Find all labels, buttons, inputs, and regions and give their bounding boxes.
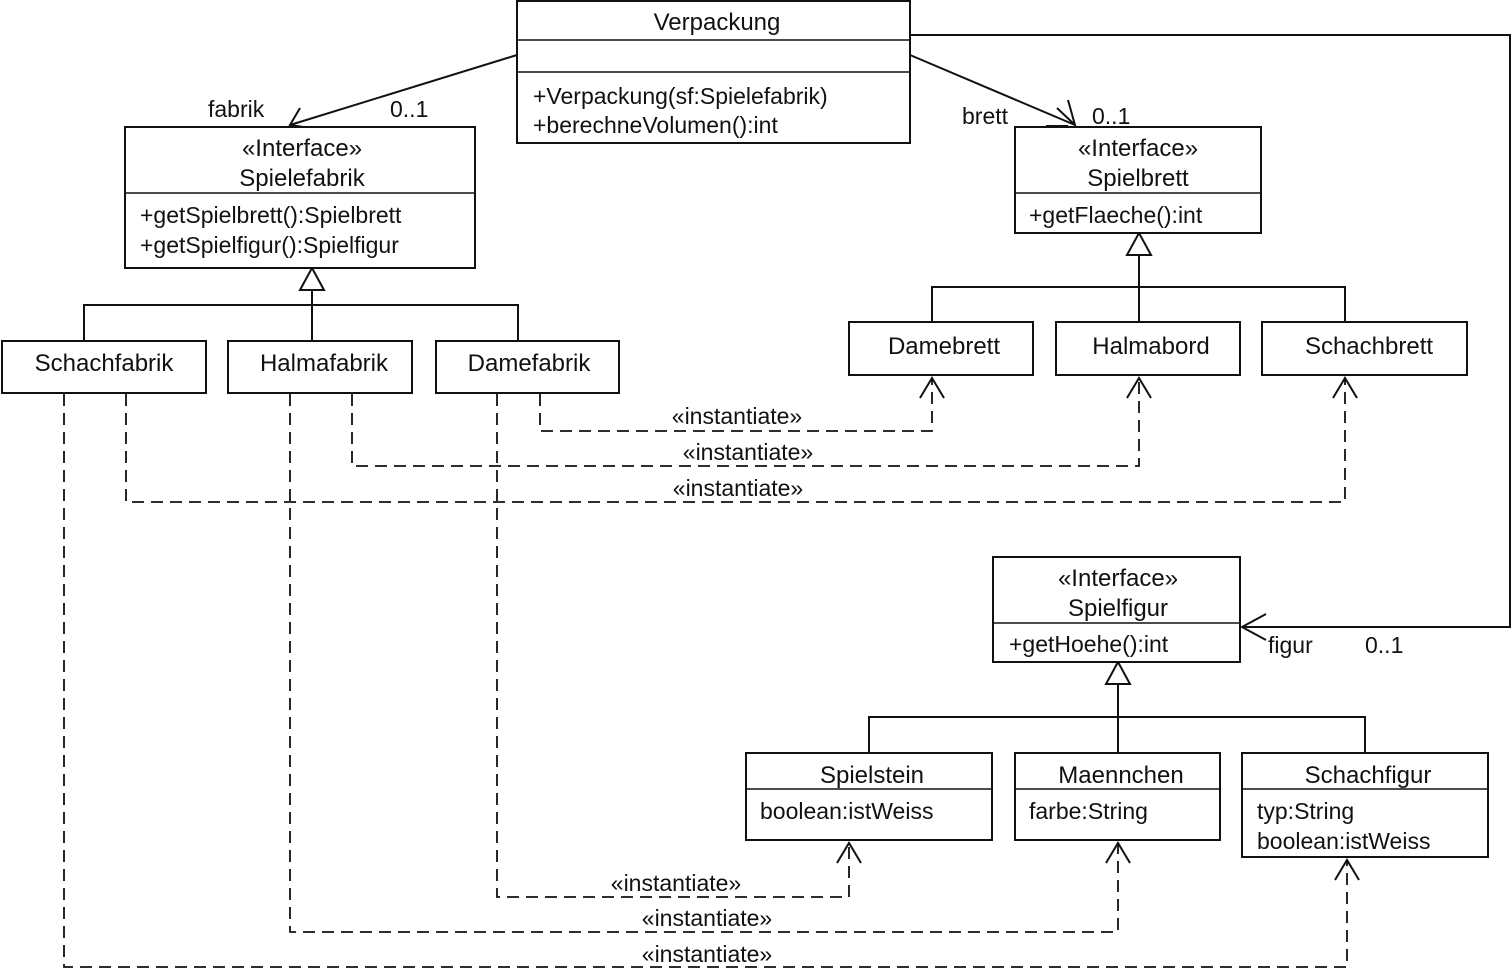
class-verpackung: Verpackung +Verpackung(sf:Spielefabrik) … bbox=[516, 0, 911, 144]
interface-spielbrett: «Interface» Spielbrett +getFlaeche():int bbox=[1014, 126, 1262, 234]
stereotype: «Interface» bbox=[1058, 565, 1178, 592]
class-damefabrik: Damefabrik bbox=[435, 340, 620, 394]
instantiate-damefabrik-damebrett: «instantiate» bbox=[539, 376, 945, 432]
class-name: Schachfabrik bbox=[35, 350, 175, 377]
role-fabrik: fabrik bbox=[208, 96, 265, 122]
class-name: Spielstein bbox=[820, 762, 924, 789]
class-name: Halmabord bbox=[1092, 333, 1209, 360]
instantiate-halmafabrik-halmabord: «instantiate» bbox=[351, 376, 1152, 467]
instantiate-schachfabrik-schachfigur: «instantiate» bbox=[63, 394, 1360, 968]
method: +getSpielfigur():Spielfigur bbox=[140, 232, 399, 258]
class-name: Spielefabrik bbox=[239, 165, 365, 192]
class-name: Damebrett bbox=[888, 333, 1000, 360]
class-name: Spielfigur bbox=[1068, 595, 1168, 622]
attribute: boolean:istWeiss bbox=[760, 798, 933, 824]
instantiate-label: «instantiate» bbox=[642, 905, 772, 931]
method: +getHoehe():int bbox=[1009, 631, 1169, 657]
multiplicity-brett: 0..1 bbox=[1092, 103, 1130, 129]
instantiate-schachfabrik-schachbrett: «instantiate» bbox=[125, 376, 1358, 503]
class-maennchen: Maennchen farbe:String bbox=[1014, 752, 1221, 841]
generalization-spielefabrik bbox=[83, 265, 519, 341]
attribute: boolean:istWeiss bbox=[1257, 828, 1430, 854]
class-name: Maennchen bbox=[1058, 762, 1183, 789]
class-schachfabrik: Schachfabrik bbox=[1, 340, 207, 394]
class-name: Spielbrett bbox=[1087, 165, 1189, 192]
class-name: Schachbrett bbox=[1305, 333, 1433, 360]
generalization-spielfigur bbox=[868, 659, 1366, 753]
method: +getFlaeche():int bbox=[1029, 202, 1203, 228]
stereotype: «Interface» bbox=[242, 135, 362, 162]
class-name: Halmafabrik bbox=[260, 350, 389, 377]
instantiate-halmafabrik-maennchen: «instantiate» bbox=[289, 394, 1131, 933]
class-spielstein: Spielstein boolean:istWeiss bbox=[745, 752, 993, 841]
class-schachbrett: Schachbrett bbox=[1261, 321, 1468, 376]
role-figur: figur bbox=[1268, 632, 1313, 658]
instantiate-damefabrik-spielstein: «instantiate» bbox=[496, 394, 862, 898]
interface-spielefabrik: «Interface» Spielefabrik +getSpielbrett(… bbox=[124, 126, 476, 269]
stereotype: «Interface» bbox=[1078, 135, 1198, 162]
class-damebrett: Damebrett bbox=[848, 321, 1034, 376]
association-fabrik: fabrik 0..1 bbox=[208, 54, 518, 129]
instantiate-label: «instantiate» bbox=[642, 941, 772, 967]
class-schachfigur: Schachfigur typ:String boolean:istWeiss bbox=[1241, 752, 1489, 858]
association-figur: figur 0..1 bbox=[910, 34, 1511, 658]
instantiate-label: «instantiate» bbox=[673, 475, 803, 501]
class-name: Damefabrik bbox=[468, 350, 592, 377]
instantiate-label: «instantiate» bbox=[611, 870, 741, 896]
attribute: typ:String bbox=[1257, 798, 1354, 824]
class-halmabord: Halmabord bbox=[1055, 321, 1241, 376]
class-name: Verpackung bbox=[654, 9, 781, 36]
multiplicity-figur: 0..1 bbox=[1365, 632, 1403, 658]
interface-spielfigur: «Interface» Spielfigur +getHoehe():int bbox=[992, 556, 1241, 663]
association-brett: brett 0..1 bbox=[909, 54, 1130, 129]
method: +Verpackung(sf:Spielefabrik) bbox=[533, 83, 828, 109]
method: +berechneVolumen():int bbox=[533, 112, 778, 138]
method: +getSpielbrett():Spielbrett bbox=[140, 202, 402, 228]
generalization-spielbrett bbox=[931, 230, 1346, 322]
class-name: Schachfigur bbox=[1305, 762, 1432, 789]
class-halmafabrik: Halmafabrik bbox=[227, 340, 413, 394]
role-brett: brett bbox=[962, 103, 1009, 129]
attribute: farbe:String bbox=[1029, 798, 1148, 824]
instantiate-label: «instantiate» bbox=[683, 439, 813, 465]
multiplicity-fabrik: 0..1 bbox=[390, 96, 428, 122]
instantiate-label: «instantiate» bbox=[672, 403, 802, 429]
